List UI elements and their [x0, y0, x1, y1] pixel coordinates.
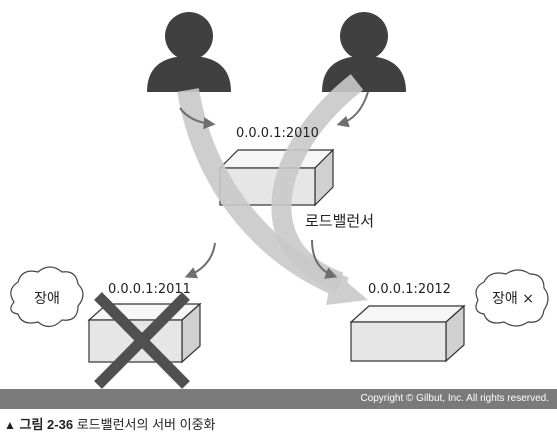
failure-bubble-right: 장애 × [475, 269, 549, 327]
copyright-bar: Copyright © Gilbut, Inc. All rights rese… [0, 389, 557, 409]
server-right-ip-label: 0.0.0.1:2012 [368, 282, 451, 297]
caption-figure-number: 그림 2-36 [19, 417, 74, 432]
figure-caption: ▲ 그림 2-36 로드밸런서의 서버 이중화 [4, 414, 216, 433]
caption-marker-icon: ▲ [4, 418, 16, 432]
failure-cross-icon [94, 292, 190, 389]
flow-arrow-right-user [271, 74, 364, 292]
bubble-right-text: 장애 × [492, 291, 534, 307]
lb-ip-label: 0.0.0.1:2010 [236, 126, 319, 141]
user-left-icon [147, 12, 231, 92]
bubble-left-text: 장애 [34, 291, 60, 307]
small-arrow-to-right-server [311, 239, 338, 279]
small-arrow-to-left-server [184, 242, 216, 279]
small-arrow-into-lb-right [336, 91, 369, 128]
caption-text: 로드밸런서의 서버 이중화 [76, 417, 216, 432]
small-arrow-into-lb-left [179, 107, 216, 130]
copyright-text: Copyright © Gilbut, Inc. All rights rese… [360, 393, 549, 404]
lb-name-label: 로드밸런서 [305, 212, 374, 230]
user-right-icon [322, 12, 406, 92]
server-left-ip-label: 0.0.0.1:2011 [108, 282, 191, 297]
failure-bubble-left: 장애 [10, 266, 84, 328]
server-right-box [349, 304, 466, 363]
